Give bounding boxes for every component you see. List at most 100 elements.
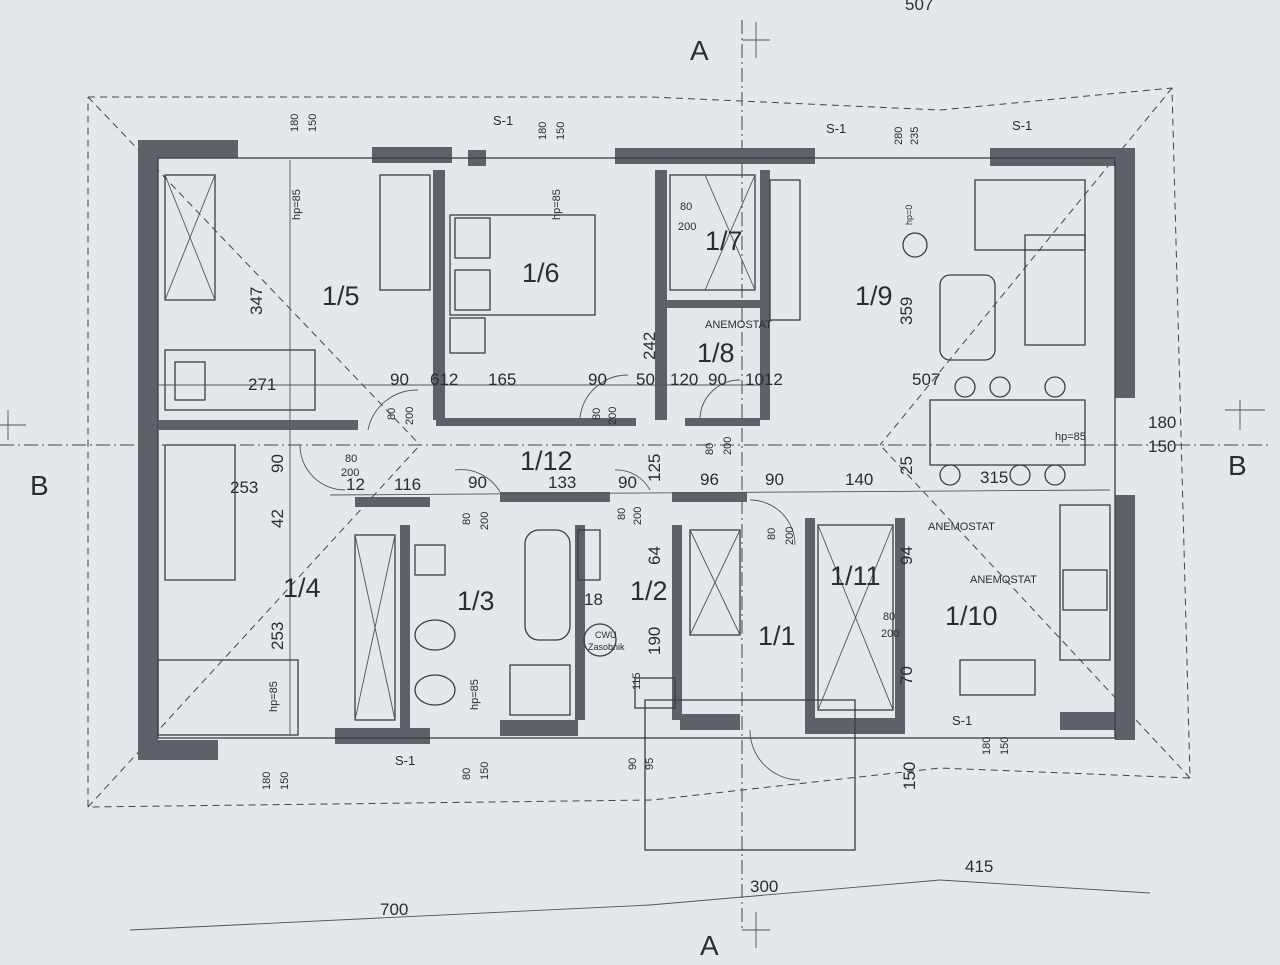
dim-1012: 1012	[745, 370, 783, 389]
dim-235-top: 235	[909, 127, 921, 145]
room-1-3: 1/3	[457, 586, 495, 616]
anemostat-label-3: ANEMOSTAT	[970, 574, 1037, 586]
room-labels: 1/5 1/6 1/7 1/8 1/9 1/12 1/4 1/3 1/2 1/1…	[283, 226, 998, 651]
dim-94: 94	[897, 546, 916, 565]
door-80-c: 80	[680, 201, 692, 213]
dim-150-bottom: 150	[900, 762, 919, 790]
dim-507: 507	[912, 370, 940, 389]
section-s1-c: S-1	[1012, 118, 1032, 133]
furniture	[164, 174, 1111, 851]
room-1-11: 1/11	[830, 561, 881, 591]
section-b-right: B	[1228, 450, 1247, 481]
dim-415: 415	[965, 857, 993, 876]
dim-133: 133	[548, 473, 576, 492]
dim-95-bot: 95	[644, 758, 656, 770]
dim-347: 347	[247, 287, 266, 315]
dim-150-bot-c: 150	[999, 737, 1011, 755]
dim-64: 64	[645, 546, 664, 565]
dim-180-top-a: 180	[289, 114, 301, 132]
section-s1-d: S-1	[395, 753, 415, 768]
dim-165: 165	[488, 370, 516, 389]
dim-280-top: 280	[893, 127, 905, 145]
dim-25: 25	[897, 456, 916, 475]
room-1-4: 1/4	[283, 573, 321, 603]
dim-120: 120	[670, 370, 698, 389]
dim-12: 12	[346, 475, 365, 494]
room-1-7: 1/7	[705, 226, 743, 256]
room-1-1: 1/1	[758, 621, 796, 651]
anemostat-label-1: ANEMOSTAT	[705, 319, 772, 331]
dim-180-top-b: 180	[537, 122, 549, 140]
dim-140: 140	[845, 470, 873, 489]
exterior-walls	[138, 140, 1135, 760]
dim-115: 115	[631, 672, 643, 690]
zasobnik-label: Zasobnik	[588, 642, 625, 652]
dim-90-g: 90	[765, 470, 784, 489]
dim-80-bot: 80	[461, 768, 473, 780]
room-1-5: 1/5	[322, 281, 360, 311]
dim-180-bot-c: 180	[981, 737, 993, 755]
door-200-e: 200	[479, 512, 491, 530]
door-80-i: 80	[704, 443, 716, 455]
door-80-d: 80	[345, 453, 357, 465]
dim-90-e: 90	[468, 473, 487, 492]
door-200-d: 200	[341, 467, 359, 479]
hp85-label-1: hp=85	[291, 189, 303, 220]
hp85-label-4: hp=85	[469, 679, 481, 710]
dim-253-b: 253	[268, 622, 287, 650]
section-a-top: A	[690, 35, 709, 66]
dim-612: 612	[430, 370, 458, 389]
dim-96: 96	[700, 470, 719, 489]
door-swings	[299, 374, 801, 781]
door-200-h: 200	[881, 628, 899, 640]
annotations: ANEMOSTAT ANEMOSTAT ANEMOSTAT hp=85 hp=8…	[268, 189, 1086, 712]
door-80-g: 80	[766, 528, 778, 540]
dim-359: 359	[897, 297, 916, 325]
dim-70: 70	[897, 666, 916, 685]
dim-150-right: 150	[1148, 437, 1176, 456]
dim-90-f: 90	[618, 473, 637, 492]
room-1-8: 1/8	[697, 338, 735, 368]
dimension-texts: 347 271 90 612 165 90 50 120 90 1012 242…	[230, 114, 1176, 919]
cwu-label: CWU	[595, 630, 617, 640]
door-80-f: 80	[616, 508, 628, 520]
door-80-e: 80	[461, 513, 473, 525]
dim-315: 315	[980, 468, 1008, 487]
dim-300: 300	[750, 877, 778, 896]
roof-outline	[87, 87, 1191, 808]
dim-180-right: 180	[1148, 413, 1176, 432]
dim-150-top-a: 150	[307, 114, 319, 132]
dim-150-top-b: 150	[555, 122, 567, 140]
dim-90-a: 90	[390, 370, 409, 389]
dim-150-bot-a: 150	[279, 772, 291, 790]
hp85-label-2: hp=85	[551, 189, 563, 220]
dim-50: 50	[636, 370, 655, 389]
section-s1-b: S-1	[826, 121, 846, 136]
room-1-6: 1/6	[522, 258, 560, 288]
door-200-c: 200	[678, 221, 696, 233]
hp85-label-5: hp=85	[268, 681, 280, 712]
section-s1-a: S-1	[493, 113, 513, 128]
room-1-2: 1/2	[630, 576, 668, 606]
dim-180-bot-a: 180	[261, 772, 273, 790]
section-a-bottom: A	[700, 930, 719, 960]
dim-90-b: 90	[588, 370, 607, 389]
door-200-b: 200	[607, 407, 619, 425]
dim-125-a: 125	[645, 454, 664, 482]
door-80-b: 80	[591, 408, 603, 420]
hp0-label: hp=0	[904, 205, 914, 225]
dim-42: 42	[268, 509, 287, 528]
dim-18: 18	[584, 590, 603, 609]
door-80-h: 80	[883, 611, 895, 623]
dim-116: 116	[394, 475, 421, 494]
dim-90-d: 90	[268, 454, 287, 473]
dim-190: 190	[645, 627, 664, 655]
section-marks: A A B B S-1 S-1 S-1 S-1 S-1 507	[30, 0, 1247, 961]
anemostat-label-2: ANEMOSTAT	[928, 521, 995, 533]
door-200-a: 200	[404, 407, 416, 425]
hp85-label-3: hp=85	[1055, 431, 1086, 443]
door-200-g: 200	[784, 527, 796, 545]
top-fragment: 507	[905, 0, 933, 14]
